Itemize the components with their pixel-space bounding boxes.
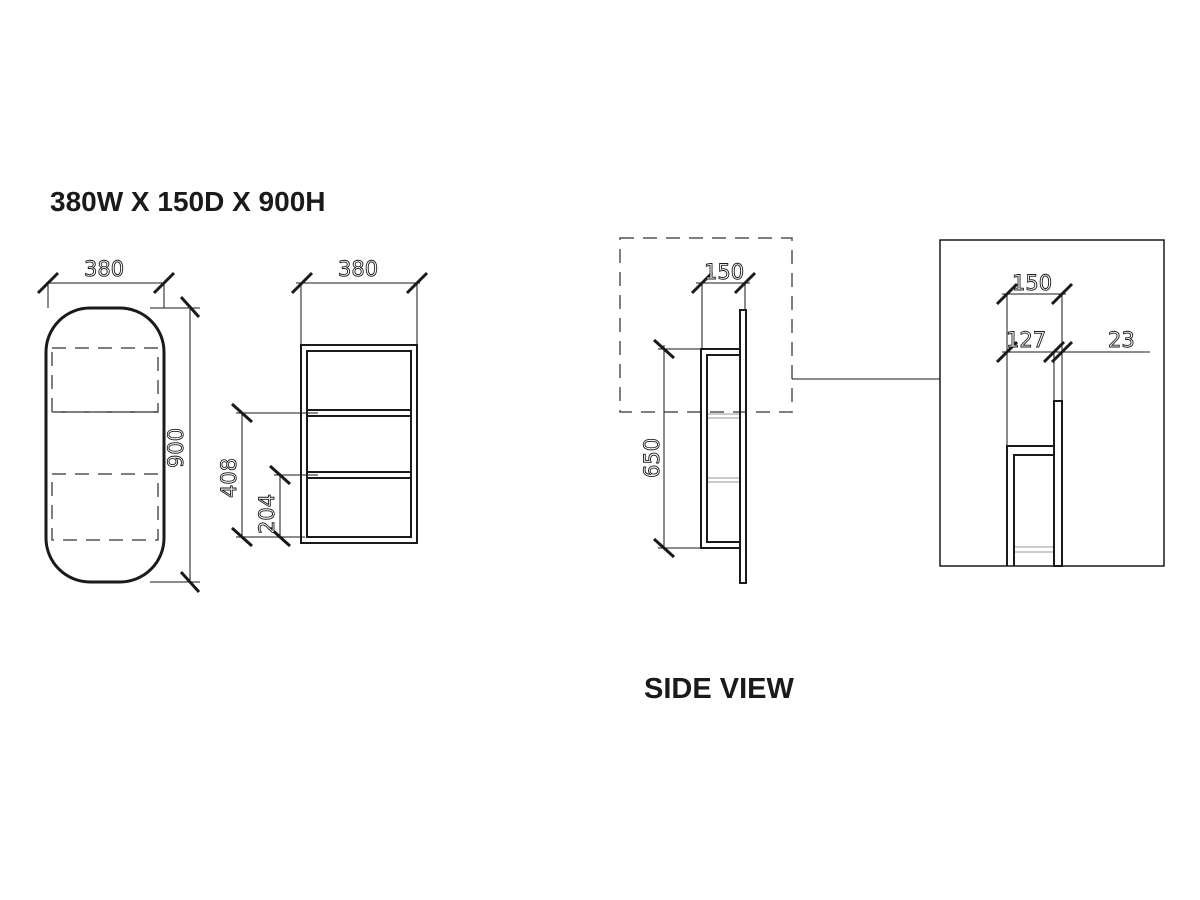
side-height-dimension: 650 [640, 338, 701, 559]
side-body-inner [706, 354, 741, 543]
front-width-dimension: 380 [36, 257, 176, 308]
open-width-label: 380 [338, 257, 378, 281]
cabinet-outer [300, 344, 418, 544]
open-view: 380 408 204 [217, 257, 429, 548]
front-width-label: 380 [84, 257, 124, 281]
side-depth-dimension: 150 [690, 260, 757, 349]
detail-depth-dimension: 150 [995, 271, 1074, 446]
shelf-lower-label: 204 [255, 494, 279, 534]
open-width-dimension: 380 [290, 257, 429, 345]
detail-door-panel [1053, 400, 1063, 567]
side-view: 150 650 [619, 237, 940, 584]
side-depth-label: 150 [704, 260, 744, 284]
side-height-label: 650 [640, 438, 664, 478]
front-view: 380 900 [36, 257, 201, 594]
detail-view: 150 127 23 [939, 239, 1165, 567]
detail-depth-label: 150 [1012, 271, 1052, 295]
detail-frame [939, 239, 1165, 567]
detail-door-label: 23 [1108, 328, 1135, 352]
front-height-label: 900 [164, 428, 188, 468]
product-dimensions-title: 380W X 150D X 900H [50, 186, 326, 217]
shelf-upper [306, 409, 412, 417]
cabinet-inner [306, 350, 412, 538]
side-view-title: SIDE VIEW [644, 673, 794, 705]
front-door-outline [44, 306, 166, 584]
shelf-lower-dimension: 204 [255, 464, 318, 548]
detail-body-inner [1013, 454, 1054, 566]
shelf-upper-label: 408 [217, 458, 241, 498]
shelf-lower [306, 471, 412, 479]
front-height-dimension: 900 [150, 295, 201, 594]
front-shelf-ghosts [51, 347, 159, 541]
side-detail-region [619, 237, 793, 413]
detail-body-label: 127 [1006, 328, 1046, 352]
shelf-upper-dimension: 408 [217, 402, 318, 548]
detail-body-dimension: 127 23 [995, 328, 1150, 401]
